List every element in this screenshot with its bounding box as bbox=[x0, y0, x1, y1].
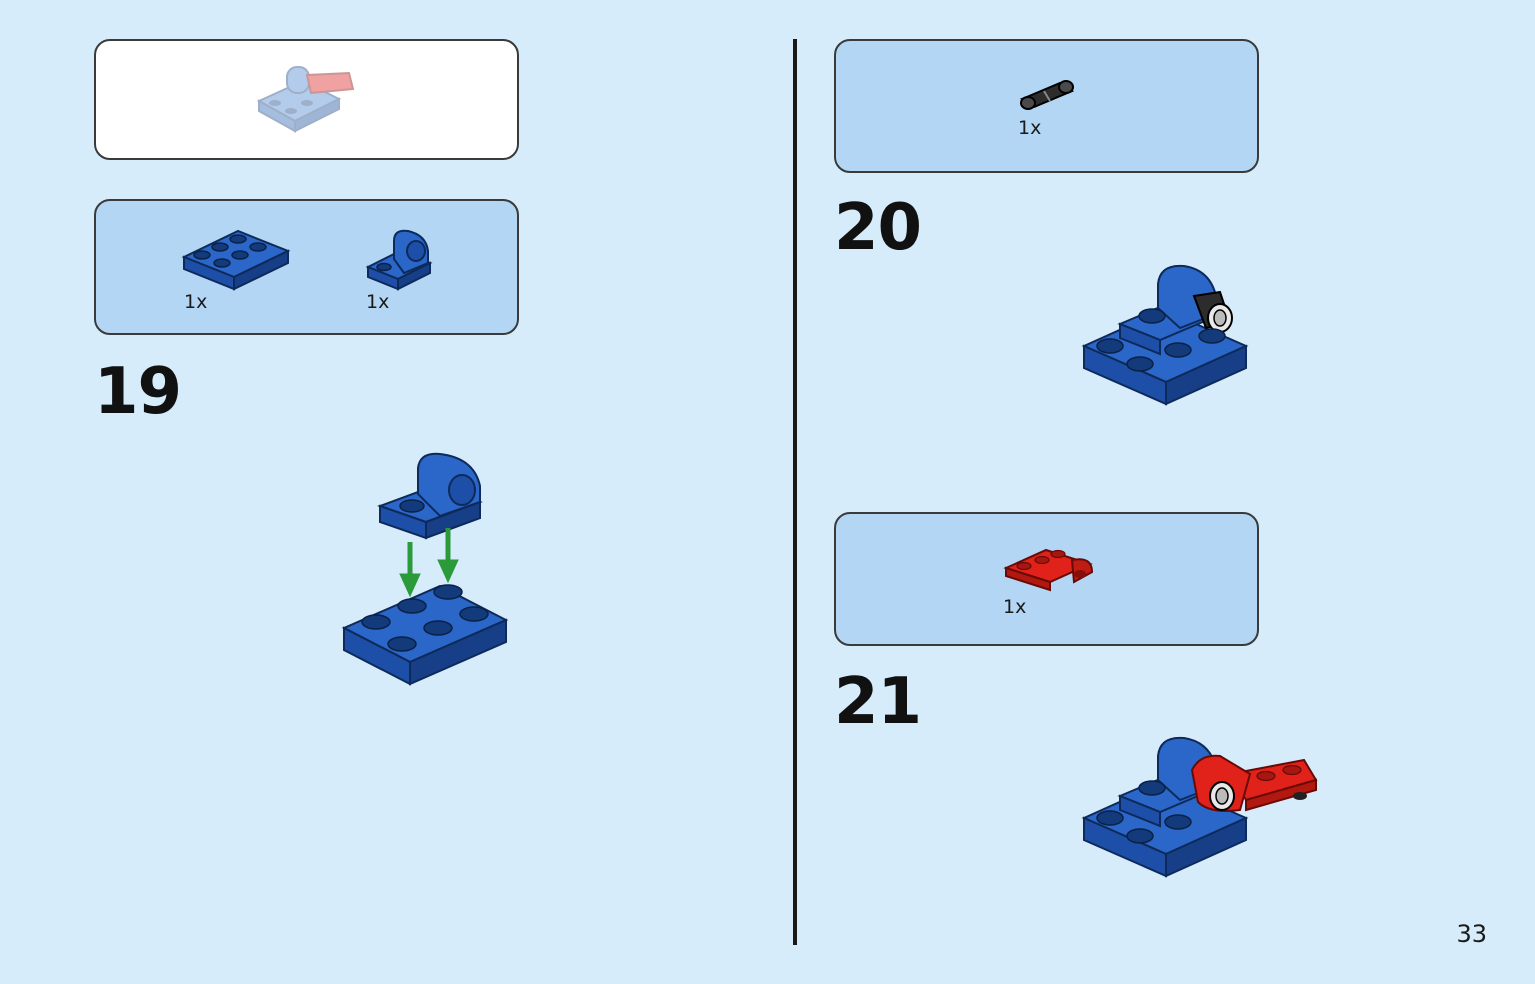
green-arrow-icon bbox=[399, 528, 459, 598]
step-19-assembly-illustration bbox=[341, 452, 509, 686]
parts-box-step-21: 1x bbox=[834, 512, 1259, 646]
preview-box bbox=[94, 39, 519, 160]
parts-qty-label: 1x bbox=[1003, 596, 1027, 618]
step-number: 21 bbox=[834, 665, 922, 739]
parts-qty-label: 1x bbox=[366, 291, 390, 313]
blue-pin-hole-plate-icon bbox=[377, 452, 483, 540]
step-21-assembly-illustration bbox=[1081, 736, 1318, 878]
black-technic-pin-icon bbox=[1019, 80, 1075, 110]
blue-plate-2x3-icon bbox=[341, 584, 509, 686]
preview-model-icon bbox=[256, 66, 355, 133]
red-plate-with-pin-hole-icon bbox=[1003, 548, 1094, 592]
page-divider bbox=[793, 39, 797, 945]
blue-pin-hole-plate-icon bbox=[365, 229, 433, 291]
step-20-assembly-illustration bbox=[1081, 264, 1249, 406]
step-number: 20 bbox=[834, 191, 922, 265]
parts-box-step-19: 1x 1x bbox=[94, 199, 519, 335]
parts-qty-label: 1x bbox=[1018, 117, 1042, 139]
blue-plate-2x3-icon bbox=[181, 229, 291, 291]
step-number: 19 bbox=[94, 355, 182, 429]
parts-box-step-20: 1x bbox=[834, 39, 1259, 173]
parts-qty-label: 1x bbox=[184, 291, 208, 313]
red-plate-with-pin-hole-icon bbox=[1190, 754, 1318, 812]
black-technic-pin-icon bbox=[1192, 290, 1233, 333]
page-number: 33 bbox=[1456, 920, 1487, 948]
